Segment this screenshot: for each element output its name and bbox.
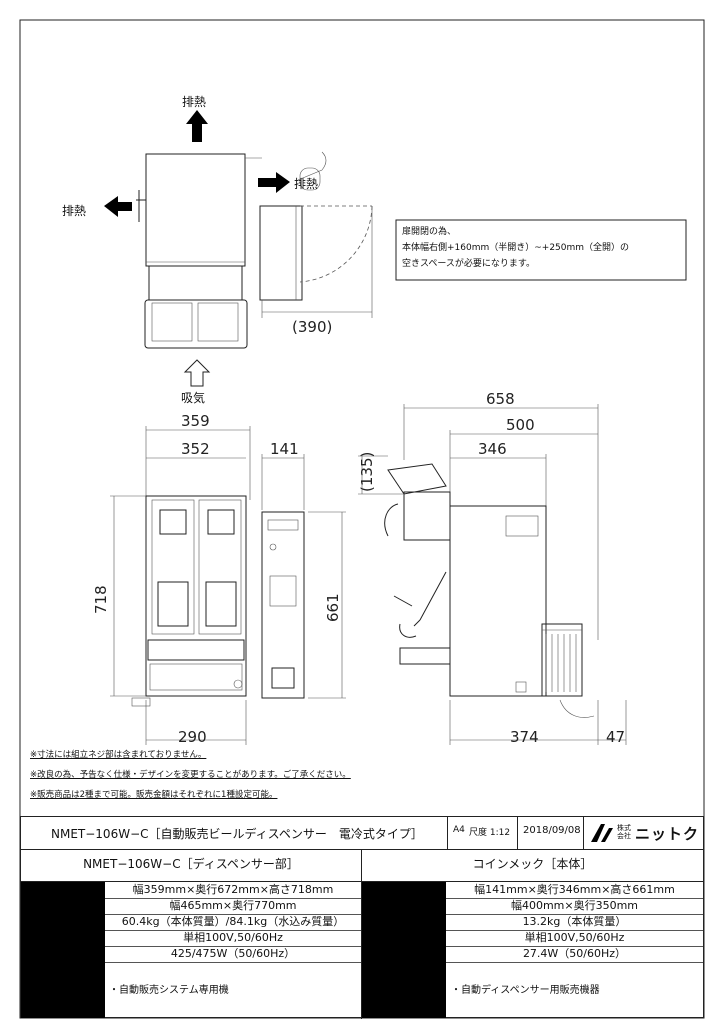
coinmech-heading: コインメック［本体］: [472, 857, 593, 871]
note-1: ※寸法には組立ネジ部は含まれておりません。: [30, 750, 207, 760]
dispenser-footnote: ・自動販売システム専用機: [109, 985, 229, 996]
note-2: ※改良の為、予告なく仕様・デザインを変更することがあります。ご了承ください。: [30, 770, 351, 780]
dispenser-spec-size: 幅359mm×奥行672mm×高さ718mm: [105, 882, 361, 899]
coinmech-specs: 幅141mm×奥行346mm×高さ661mm 幅400mm×奥行350mm 13…: [446, 882, 703, 964]
dim-500: 500: [506, 416, 535, 434]
door-note-line-1: 扉開閉の為、: [402, 225, 456, 237]
dim-661: 661: [324, 593, 342, 622]
drawing-scale: 尺度 1:12: [469, 828, 511, 838]
dim-47: 47: [606, 728, 625, 746]
dim-374: 374: [510, 728, 539, 746]
paper-size: A4: [453, 825, 465, 835]
dim-390: (390): [292, 318, 332, 336]
side-view: [358, 404, 627, 745]
coinmech-spec-size: 幅141mm×奥行346mm×高さ661mm: [446, 882, 703, 899]
dispenser-heading: NMET−106W−C［ディスペンサー部］: [83, 857, 299, 871]
company-mark-icon: [591, 824, 613, 842]
coinmech-spec-power: 単相100V,50/60Hz: [446, 930, 703, 947]
dim-141: 141: [270, 440, 299, 458]
exhaust-right-label: 排熱: [294, 177, 318, 191]
dispenser-specs: 幅359mm×奥行672mm×高さ718mm 幅465mm×奥行770mm 60…: [105, 882, 361, 964]
dim-352: 352: [181, 440, 210, 458]
top-view: [136, 151, 373, 349]
company-prefix: 株式会社: [617, 824, 631, 840]
coinmech-footnote: ・自動ディスペンサー用販売機器: [451, 985, 600, 996]
sheet-border: [19, 19, 705, 1019]
dispenser-spec-weight: 60.4kg（本体質量）/84.1kg（水込み質量）: [105, 914, 361, 931]
coinmech-label-column: [362, 882, 446, 1018]
dispenser-spec-footprint: 幅465mm×奥行770mm: [105, 898, 361, 915]
dim-718: 718: [92, 585, 110, 614]
front-view: [110, 426, 251, 745]
coinmech-spec-wattage: 27.4W（50/60Hz）: [446, 946, 703, 963]
coinmech-spec-footprint: 幅400mm×奥行350mm: [446, 898, 703, 915]
title-block: NMET−106W−C［自動販売ビールディスペンサー 電冷式タイプ］ A4 尺度…: [20, 816, 704, 1019]
exhaust-top-label: 排熱: [182, 95, 206, 109]
note-3: ※販売商品は2種まで可能。販売金額はそれぞれに1種設定可能。: [30, 790, 278, 800]
dim-346: 346: [478, 440, 507, 458]
dispenser-spec-wattage: 425/475W（50/60Hz）: [105, 946, 361, 963]
door-note-line-2: 本体幅右側+160mm（半開き）~+250mm（全開）の: [402, 241, 629, 253]
dim-658: 658: [486, 390, 515, 408]
company-name: ニットク: [635, 825, 700, 843]
dim-359: 359: [181, 412, 210, 430]
intake-label: 吸気: [181, 390, 205, 405]
door-note-box: [395, 219, 687, 281]
door-note-line-3: 空きスペースが必要になります。: [402, 257, 535, 269]
dispenser-label-column: [21, 882, 105, 1018]
drawing-date: 2018/09/08: [523, 825, 581, 836]
exhaust-arrows: [104, 110, 290, 387]
dim-135: (135): [358, 452, 376, 492]
model-title: NMET−106W−C［自動販売ビールディスペンサー 電冷式タイプ］: [51, 827, 423, 841]
coinmech-front-view: [261, 454, 346, 699]
dispenser-spec-power: 単相100V,50/60Hz: [105, 930, 361, 947]
coinmech-spec-weight: 13.2kg（本体質量）: [446, 914, 703, 931]
dim-290: 290: [178, 728, 207, 746]
company-logo: 株式会社 ニットク: [591, 823, 699, 843]
exhaust-left-label: 排熱: [62, 204, 86, 218]
